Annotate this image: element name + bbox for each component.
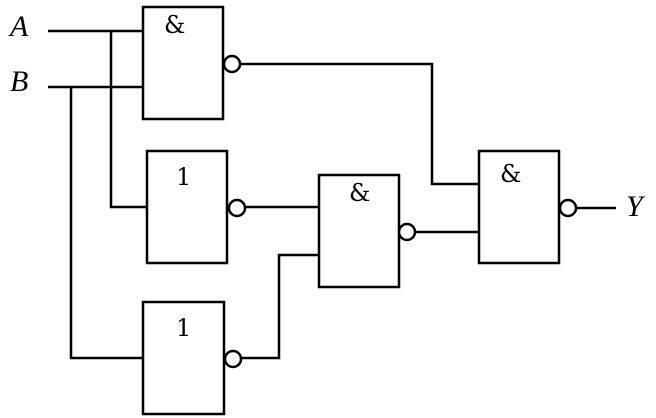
input-label-b: B [10, 65, 28, 98]
gate-nor-3-symbol: 1 [176, 314, 191, 342]
gate-nand-1-invert-bubble [222, 54, 242, 74]
input-label-a: A [8, 10, 29, 43]
wire-nand1-to-nand5 [241, 62, 479, 186]
gate-nor-3-body [141, 300, 226, 416]
gate-nor-3: 1 [141, 300, 243, 416]
gate-nand-5-symbol: & [500, 160, 521, 188]
gate-nand-1-symbol: & [164, 11, 185, 39]
wire-a-to-nor2 [109, 31, 147, 209]
gate-nand-5-invert-bubble [558, 198, 578, 218]
wire-b-to-nor3 [69, 87, 143, 360]
output-label-y: Y [626, 190, 646, 223]
gate-nand-4: & [317, 173, 417, 289]
gate-nand-5: & [477, 149, 578, 265]
gate-nor-2-invert-bubble [227, 198, 247, 218]
gate-nor-2: 1 [145, 149, 247, 265]
gate-nand-1: & [141, 5, 242, 121]
gate-nor-2-body [145, 149, 229, 265]
wire-nor3-to-nand4 [242, 253, 319, 360]
gate-nand-4-invert-bubble [397, 222, 417, 242]
gate-nor-2-symbol: 1 [176, 163, 191, 191]
gate-nand-5-body [477, 149, 561, 265]
gate-nand-1-body [141, 5, 225, 121]
gate-nor-3-invert-bubble [223, 349, 243, 369]
gate-nand-4-symbol: & [349, 179, 370, 207]
